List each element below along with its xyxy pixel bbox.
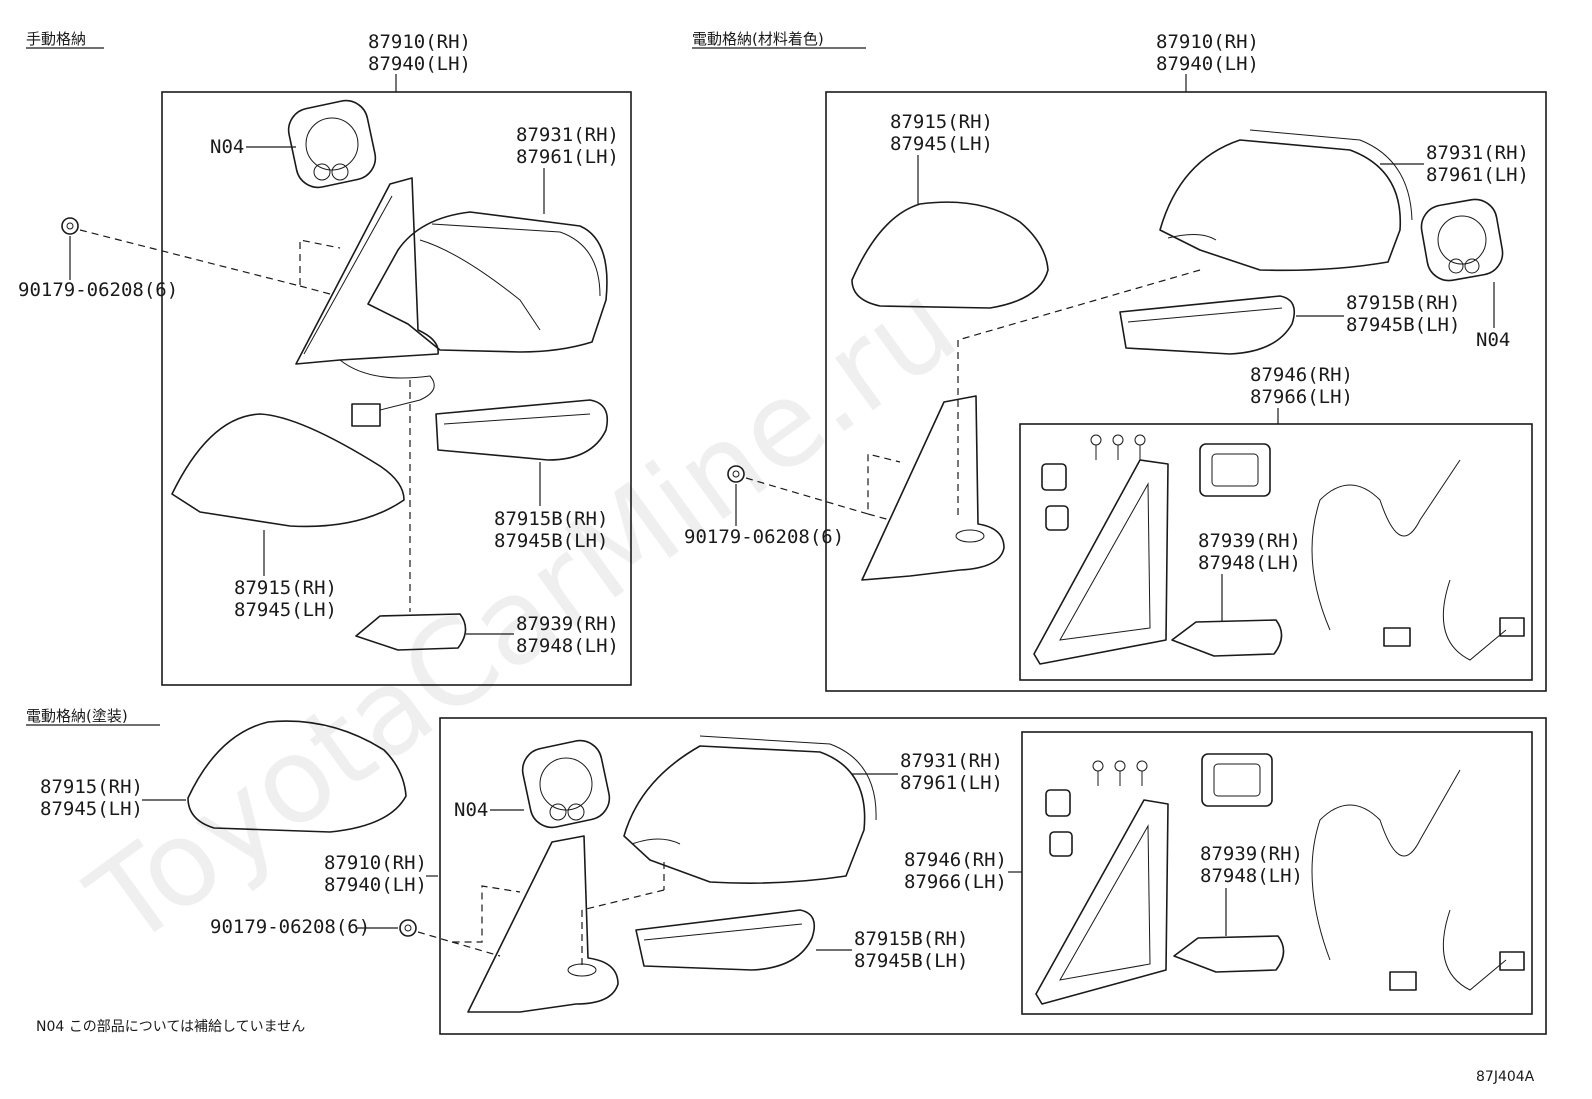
glass-frame[interactable] [1033, 459, 1169, 665]
label-87910-rh[interactable]: 87910(RH) [1156, 31, 1259, 53]
n04-actuator[interactable] [1418, 196, 1506, 284]
screws [1092, 760, 1148, 786]
cover-bottom-87939[interactable] [355, 613, 467, 651]
mirror-housing-87931[interactable] [367, 211, 608, 353]
turn-lamp-87915b[interactable] [1119, 295, 1296, 355]
bolt-90179[interactable] [727, 465, 745, 483]
label-87945b-lh[interactable]: 87945B(LH) [1346, 314, 1460, 336]
label-87910-rh[interactable]: 87910(RH) [324, 852, 427, 874]
mirror-cover-87915[interactable] [851, 201, 1049, 309]
label-87945-lh[interactable]: 87945(LH) [890, 133, 993, 155]
label-87915b-rh[interactable]: 87915B(RH) [1346, 292, 1460, 314]
section-title-electric-material: 電動格納(材料着色) [692, 30, 824, 48]
label-87966-lh[interactable]: 87966(LH) [904, 871, 1007, 893]
label-87945-lh[interactable]: 87945(LH) [234, 599, 337, 621]
label-87940-lh[interactable]: 87940(LH) [368, 53, 471, 75]
n04-actuator[interactable] [285, 97, 380, 192]
label-87915-rh[interactable]: 87915(RH) [890, 111, 993, 133]
wire-harness [1311, 769, 1525, 991]
label-87931-rh[interactable]: 87931(RH) [1426, 142, 1529, 164]
bolt-90179[interactable] [61, 217, 79, 235]
label-87961-lh[interactable]: 87961(LH) [900, 772, 1003, 794]
label-87940-lh[interactable]: 87940(LH) [324, 874, 427, 896]
label-87910-rh[interactable]: 87910(RH) [368, 31, 471, 53]
label-87948-lh[interactable]: 87948(LH) [516, 635, 619, 657]
section-title-manual: 手動格納 [26, 30, 86, 48]
label-87948-lh[interactable]: 87948(LH) [1200, 865, 1303, 887]
panel-electric-painted-box [439, 717, 1547, 1035]
label-87939-rh[interactable]: 87939(RH) [1198, 530, 1301, 552]
cover-bottom-87939[interactable] [1173, 935, 1285, 973]
subassembly-box-87946 [1021, 731, 1533, 1015]
label-87915b-rh[interactable]: 87915B(RH) [854, 928, 968, 950]
label-n04[interactable]: N04 [1476, 329, 1510, 351]
mirror-glass-base[interactable] [467, 835, 619, 1013]
glass-frame[interactable] [1035, 799, 1169, 1005]
label-87931-rh[interactable]: 87931(RH) [900, 750, 1003, 772]
connector [351, 403, 381, 427]
label-87931-rh[interactable]: 87931(RH) [516, 124, 619, 146]
label-n04[interactable]: N04 [210, 136, 244, 158]
mirror-cover-87915[interactable] [171, 413, 405, 528]
section-title-electric-painted: 電動格納(塗装) [26, 707, 128, 725]
label-n04[interactable]: N04 [454, 799, 488, 821]
clips [1041, 463, 1069, 531]
bolt-90179[interactable] [399, 919, 417, 937]
mirror-housing-87931[interactable] [1159, 129, 1413, 272]
harness-cable [339, 359, 435, 411]
turn-lamp-87915b[interactable] [435, 399, 609, 461]
n04-actuator[interactable] [519, 737, 614, 832]
label-87915-rh[interactable]: 87915(RH) [234, 577, 337, 599]
label-87939-rh[interactable]: 87939(RH) [1200, 843, 1303, 865]
label-90179-06208[interactable]: 90179-06208(6) [18, 279, 178, 301]
screws [1090, 434, 1146, 460]
label-87961-lh[interactable]: 87961(LH) [1426, 164, 1529, 186]
subassembly-box-87946 [1019, 423, 1533, 681]
label-87939-rh[interactable]: 87939(RH) [516, 613, 619, 635]
label-87915b-rh[interactable]: 87915B(RH) [494, 508, 608, 530]
mirror-glass-base[interactable] [295, 177, 439, 365]
actuator-motor[interactable] [1199, 443, 1271, 497]
label-90179-06208[interactable]: 90179-06208(6) [210, 916, 370, 938]
diagram-code: 87J404A [1476, 1069, 1535, 1085]
label-87948-lh[interactable]: 87948(LH) [1198, 552, 1301, 574]
label-87946-rh[interactable]: 87946(RH) [904, 849, 1007, 871]
label-90179-06208[interactable]: 90179-06208(6) [684, 526, 844, 548]
clips [1045, 789, 1073, 857]
cover-bottom-87939[interactable] [1171, 619, 1283, 657]
mirror-housing-87931[interactable] [623, 735, 877, 884]
mirror-cover-87915[interactable] [187, 720, 407, 833]
label-87946-rh[interactable]: 87946(RH) [1250, 364, 1353, 386]
label-87915-rh[interactable]: 87915(RH) [40, 776, 143, 798]
wire-harness [1311, 459, 1525, 661]
footnote: N04 この部品については補給していません [36, 1019, 305, 1035]
label-87961-lh[interactable]: 87961(LH) [516, 146, 619, 168]
label-87945b-lh[interactable]: 87945B(LH) [854, 950, 968, 972]
label-87966-lh[interactable]: 87966(LH) [1250, 386, 1353, 408]
turn-lamp-87915b[interactable] [635, 909, 816, 971]
label-87940-lh[interactable]: 87940(LH) [1156, 53, 1259, 75]
label-87945-lh[interactable]: 87945(LH) [40, 798, 143, 820]
actuator-motor[interactable] [1201, 753, 1273, 807]
mirror-glass-base[interactable] [861, 395, 1005, 581]
label-87945b-lh[interactable]: 87945B(LH) [494, 530, 608, 552]
